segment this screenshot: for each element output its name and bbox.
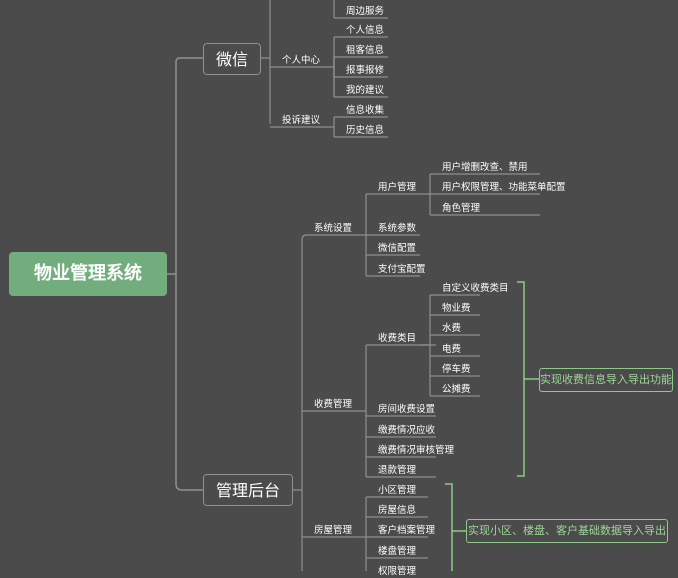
node-electricity-fee[interactable]: 电费: [442, 344, 462, 355]
node-user-mgmt[interactable]: 用户管理: [378, 182, 417, 193]
node-wechat-config[interactable]: 微信配置: [378, 243, 417, 254]
note-housing-import-export: 实现小区、楼盘、客户基础数据导入导出: [466, 519, 668, 543]
node-housing-mgmt[interactable]: 房屋管理: [314, 525, 353, 536]
connector-root-admin: [175, 274, 203, 491]
node-parking-fee[interactable]: 停车费: [442, 364, 471, 375]
connector-complaint-items: [333, 116, 388, 138]
node-permission-mgmt[interactable]: 权限管理: [378, 566, 417, 577]
note-fee-import-export: 实现收费信息导入导出功能: [539, 368, 673, 392]
node-role-mgmt[interactable]: 角色管理: [442, 203, 481, 214]
node-history-info[interactable]: 历史信息: [346, 125, 385, 136]
node-payment-audit[interactable]: 缴费情况审核管理: [378, 445, 455, 456]
node-system-params[interactable]: 系统参数: [378, 223, 417, 234]
node-my-suggestions[interactable]: 我的建议: [346, 85, 385, 96]
node-shared-fee[interactable]: 公摊费: [442, 384, 471, 395]
connector-user-trunk: [420, 174, 431, 215]
node-payment-receivable[interactable]: 缴费情况应收: [378, 425, 436, 436]
bracket-fee: [517, 281, 539, 477]
node-refund-mgmt[interactable]: 退款管理: [378, 465, 417, 476]
connector-system-settings: [301, 234, 356, 241]
connector-admin-trunk: [293, 240, 303, 571]
node-repair-report[interactable]: 报事报修: [346, 65, 385, 76]
node-info-collect[interactable]: 信息收集: [346, 105, 385, 116]
node-fee-mgmt[interactable]: 收费管理: [314, 399, 353, 410]
node-personal-info[interactable]: 个人信息: [346, 25, 385, 36]
connector-root-wechat: [167, 57, 203, 275]
node-system-settings[interactable]: 系统设置: [314, 223, 353, 234]
node-customer-files[interactable]: 客户档案管理: [378, 525, 436, 536]
bracket-housing: [445, 483, 466, 571]
node-user-perm[interactable]: 用户权限管理、功能菜单配置: [442, 182, 566, 193]
node-personal-center[interactable]: 个人中心: [282, 55, 321, 66]
node-room-fee-setting[interactable]: 房间收费设置: [378, 404, 436, 415]
node-complaints[interactable]: 投诉建议: [282, 115, 321, 126]
connector-category-trunk: [420, 295, 431, 396]
node-property-fee[interactable]: 物业费: [442, 303, 471, 314]
node-custom-category[interactable]: 自定义收费类目: [442, 283, 509, 294]
node-community-mgmt[interactable]: 小区管理: [378, 485, 417, 496]
node-house-info[interactable]: 房屋信息: [378, 505, 417, 516]
node-nearby-service[interactable]: 周边服务: [346, 6, 385, 17]
root-node[interactable]: 物业管理系统: [9, 252, 167, 296]
connector-nearby-service: [333, 0, 388, 19]
wechat-node[interactable]: 微信: [203, 43, 261, 75]
admin-node[interactable]: 管理后台: [203, 474, 293, 506]
node-user-crud[interactable]: 用户增删改查、禁用: [442, 162, 528, 173]
node-building-mgmt[interactable]: 楼盘管理: [378, 546, 417, 557]
node-tenant-info[interactable]: 租客信息: [346, 45, 385, 56]
node-alipay-config[interactable]: 支付宝配置: [378, 264, 426, 275]
node-water-fee[interactable]: 水费: [442, 323, 462, 334]
node-fee-category[interactable]: 收费类目: [378, 333, 417, 344]
connector-wechat-trunk: [261, 0, 271, 124]
